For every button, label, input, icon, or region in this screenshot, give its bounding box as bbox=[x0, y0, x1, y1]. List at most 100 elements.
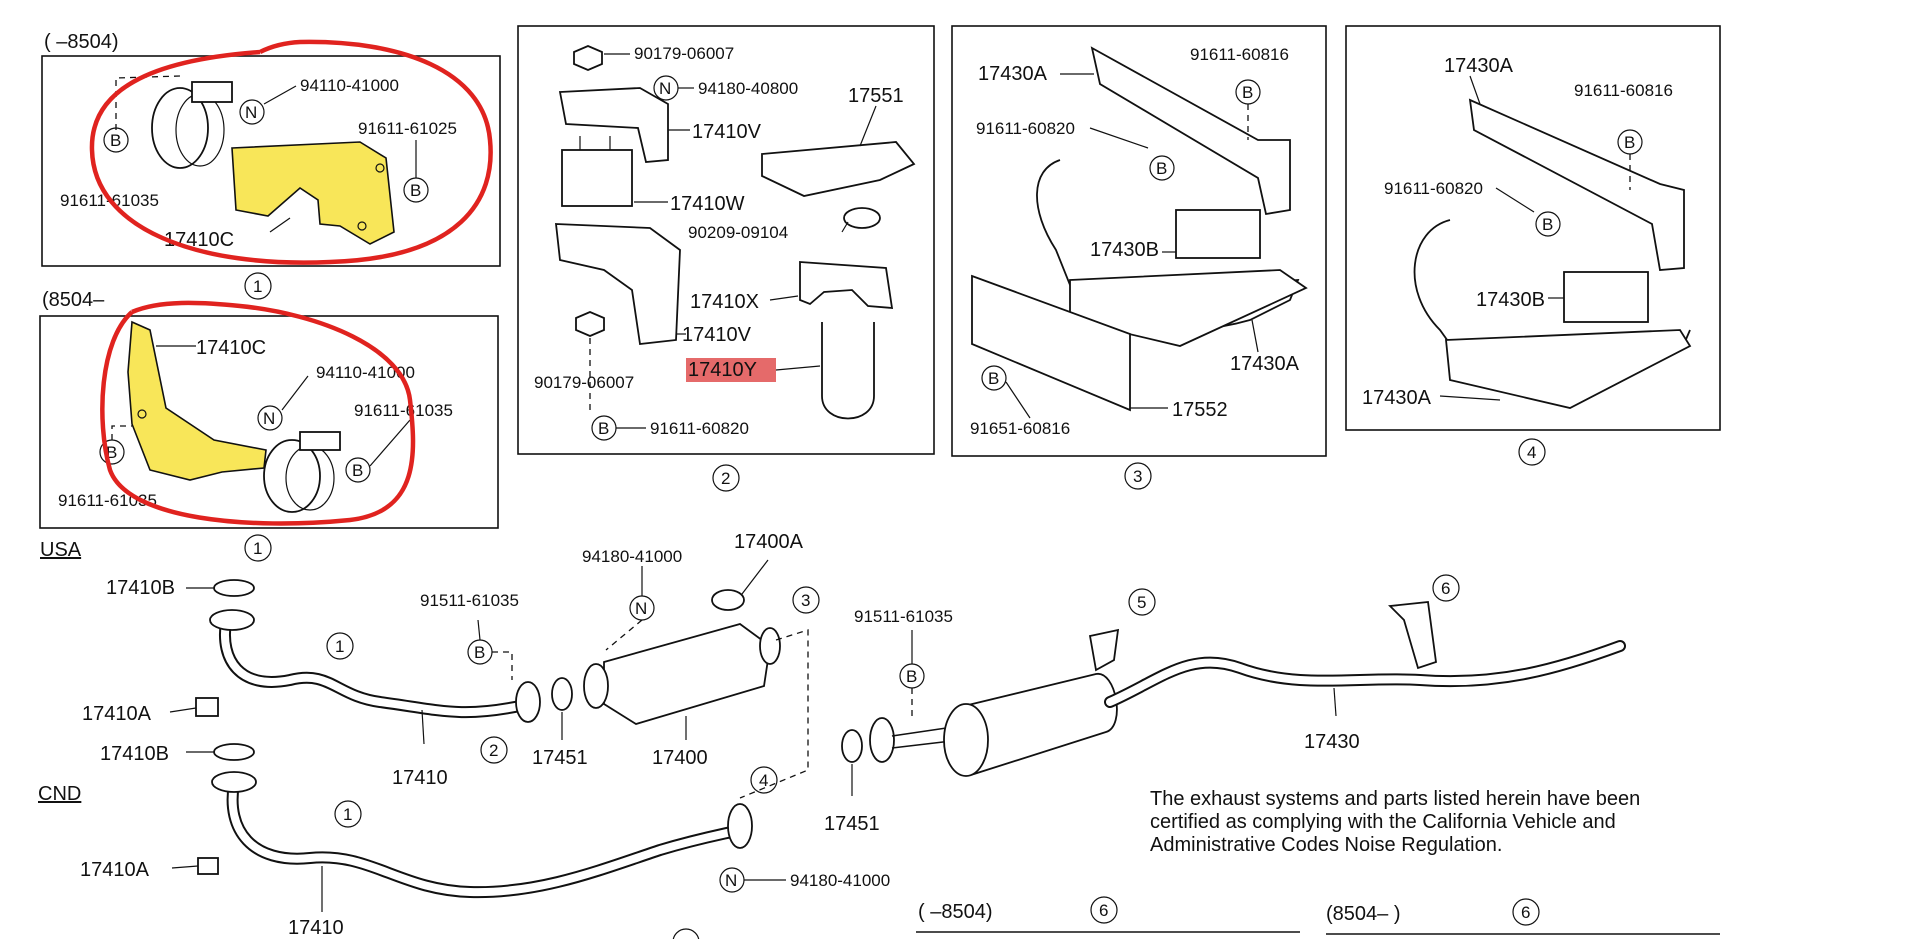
bracket-17430b bbox=[1563, 271, 1649, 323]
part-number: 17430 bbox=[1304, 731, 1360, 753]
spring-17410a bbox=[197, 857, 219, 875]
part-number: 17410C bbox=[164, 229, 234, 251]
bolt-symbol-letter: B bbox=[1542, 215, 1553, 234]
section-tag-from-8504: (8504– bbox=[42, 289, 105, 311]
part-number: 91611-60820 bbox=[650, 419, 749, 438]
clamp-tab bbox=[299, 431, 341, 451]
circle-ref-number: 3 bbox=[1133, 467, 1142, 486]
circle-ref-number: 6 bbox=[1521, 903, 1530, 922]
exhaust-clamp-ring bbox=[151, 87, 209, 169]
leader-line bbox=[169, 707, 197, 713]
part-number: 91511-61035 bbox=[420, 591, 519, 610]
part-number: 17410V bbox=[682, 324, 752, 346]
circle-ref bbox=[1128, 588, 1156, 616]
panel-hanger-pre-8504: ( –8504) N 94110-41000 B 91611-61035 B 9… bbox=[41, 31, 501, 300]
section-tag-from-8504: (8504– ) bbox=[1326, 903, 1401, 925]
bracket-17430b bbox=[1175, 209, 1261, 259]
circle-ref bbox=[1518, 438, 1546, 466]
circle-ref bbox=[334, 800, 362, 828]
bolt-symbol-letter: B bbox=[352, 461, 363, 480]
part-number: 90209-09104 bbox=[688, 223, 788, 242]
circle-ref-number: 4 bbox=[1527, 443, 1536, 462]
part-number: 91611-60820 bbox=[976, 119, 1075, 138]
certification-note-line: The exhaust systems and parts listed her… bbox=[1150, 788, 1640, 810]
circle-ref-number: 1 bbox=[253, 277, 262, 296]
circle-ref bbox=[1124, 462, 1152, 490]
bolt-symbol-letter: B bbox=[410, 181, 421, 200]
leader-line bbox=[369, 419, 411, 467]
panel-frame bbox=[39, 315, 499, 529]
nut-symbol-letter: N bbox=[659, 79, 671, 98]
red-annotation-circle bbox=[89, 39, 493, 265]
u-bolt-17410y bbox=[821, 322, 875, 420]
part-number: 91611-60820 bbox=[1384, 179, 1483, 198]
bolt-symbol-letter: B bbox=[110, 131, 121, 150]
leader-line bbox=[741, 559, 769, 595]
part-number: 17430A bbox=[978, 63, 1048, 85]
circle-ref bbox=[480, 736, 508, 764]
circle-ref-number: 1 bbox=[253, 539, 262, 558]
part-number: 91611-61025 bbox=[358, 119, 457, 138]
bolt-symbol-letter: B bbox=[1242, 83, 1253, 102]
leader-line bbox=[1333, 687, 1337, 717]
panel-frame bbox=[41, 55, 501, 267]
leader-line bbox=[841, 221, 849, 233]
part-number: 91611-61035 bbox=[354, 401, 453, 420]
part-number: 17410A bbox=[80, 859, 150, 881]
part-number: 90179-06007 bbox=[634, 44, 734, 63]
mount-bracket-17410v bbox=[558, 87, 669, 163]
part-number: 17430B bbox=[1090, 239, 1159, 261]
leader-line bbox=[1495, 187, 1535, 213]
tail-pipe-inner bbox=[1106, 642, 1624, 706]
pipe-flange bbox=[209, 609, 255, 631]
part-number: 17410W bbox=[670, 193, 745, 215]
part-number: 94180-41000 bbox=[790, 871, 890, 890]
pipe-flange bbox=[515, 681, 541, 723]
converter-flange bbox=[583, 663, 609, 709]
part-number: 17410 bbox=[288, 917, 344, 939]
circle-ref bbox=[326, 632, 354, 660]
part-number: 17551 bbox=[848, 85, 904, 107]
leader-line bbox=[1251, 319, 1259, 353]
bracket-hole bbox=[137, 409, 147, 419]
label-highlight bbox=[686, 358, 776, 382]
part-number: 17410Y bbox=[688, 359, 757, 381]
bolt-symbol-letter: B bbox=[474, 643, 485, 662]
nut-symbol-letter: N bbox=[245, 103, 257, 122]
muffler-end-cap bbox=[943, 703, 989, 777]
circle-ref bbox=[1432, 574, 1460, 602]
bolt-symbol bbox=[103, 127, 129, 153]
part-number: 17400A bbox=[734, 531, 804, 553]
section-tag-pre-8504: ( –8504) bbox=[44, 31, 119, 53]
part-number: 91611-60816 bbox=[1574, 81, 1673, 100]
leader-line bbox=[775, 365, 821, 371]
clamp-saddle-17410x bbox=[799, 261, 894, 309]
gasket-17451 bbox=[551, 677, 573, 711]
leader-line bbox=[171, 865, 199, 869]
part-number: 17410B bbox=[100, 743, 169, 765]
region-label-cnd: CND bbox=[38, 783, 81, 805]
dashed-leader bbox=[492, 651, 513, 680]
front-pipe-17410 bbox=[226, 778, 746, 899]
leader-line bbox=[1439, 395, 1501, 401]
part-number: 17451 bbox=[824, 813, 880, 835]
bolt-symbol bbox=[345, 457, 371, 483]
bolt-symbol-letter: B bbox=[1624, 133, 1635, 152]
converter-flange bbox=[759, 627, 781, 665]
circle-ref-partial bbox=[672, 928, 700, 939]
circle-ref-number: 3 bbox=[801, 591, 810, 610]
part-number: 17400 bbox=[652, 747, 708, 769]
circle-ref bbox=[712, 464, 740, 492]
circle-ref-number: 1 bbox=[335, 637, 344, 656]
part-number: 17430B bbox=[1476, 289, 1545, 311]
clamp-tab bbox=[191, 81, 233, 103]
part-number: 94180-41000 bbox=[582, 547, 682, 566]
bolt-symbol bbox=[981, 365, 1007, 391]
nut-part bbox=[573, 45, 603, 71]
gasket-17410b bbox=[213, 579, 255, 597]
frame-rail-17430a bbox=[1090, 46, 1291, 216]
leader-line bbox=[1089, 127, 1149, 149]
dashed-leader bbox=[739, 629, 809, 799]
leader-line bbox=[269, 217, 291, 233]
